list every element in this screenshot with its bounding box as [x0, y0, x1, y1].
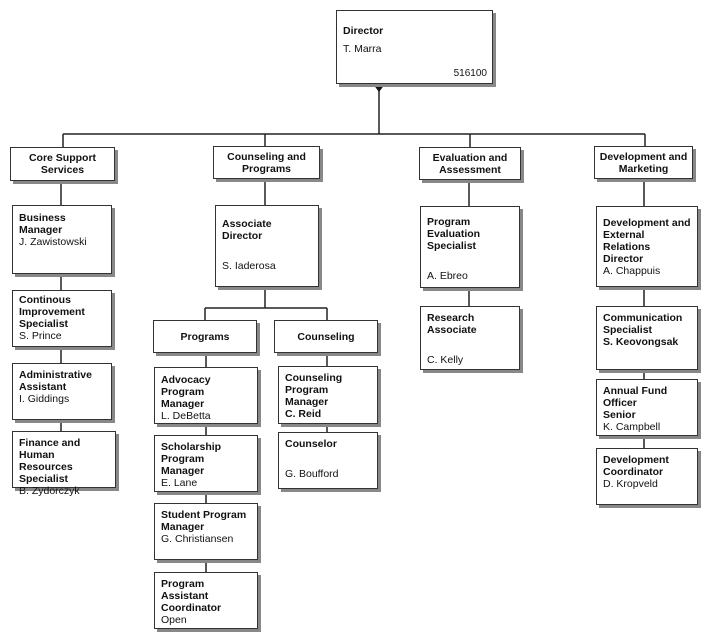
staff-name: A. Chappuis	[603, 265, 661, 277]
staff-title-line: Manager	[19, 224, 63, 236]
staff-name: G. Christiansen	[161, 533, 234, 545]
director-arrow-marker	[373, 84, 385, 92]
staff-title-line: Coordinator	[603, 466, 664, 478]
staff-title-line: Manager	[161, 465, 205, 477]
improvement-specialist-box: Continous Improvement Specialist S. Prin…	[12, 290, 112, 347]
director-name: T. Marra	[343, 43, 382, 55]
program-assistant-box: Program Assistant Coordinator Open	[154, 572, 258, 629]
director-box: Director T. Marra 516100	[336, 10, 493, 84]
staff-title-line: External Relations	[603, 229, 651, 253]
staff-name: K. Campbell	[603, 421, 661, 433]
counselor-box: Counselor G. Boufford	[278, 432, 378, 489]
staff-title-line: Program Evaluation	[427, 216, 481, 240]
staff-name: A. Ebreo	[427, 270, 468, 282]
staff-title-line: Coordinator	[161, 602, 222, 614]
staff-title-line: Senior	[603, 409, 636, 421]
staff-title-line: Communication	[603, 312, 683, 324]
staff-title-line: Student Program	[161, 509, 247, 521]
advocacy-manager-box: Advocacy Program Manager L. DeBetta	[154, 367, 258, 424]
external-relations-director-box: Development and External Relations Direc…	[596, 206, 698, 287]
staff-title-line: Improvement	[19, 306, 85, 318]
staff-name: G. Boufford	[285, 468, 339, 480]
staff-name: L. DeBetta	[161, 410, 211, 422]
research-associate-box: Research Associate C. Kelly	[420, 306, 520, 370]
staff-title-line: Specialist	[19, 318, 69, 330]
associate-director-box: Associate Director S. Iaderosa	[215, 205, 319, 287]
cp-header-line1: Counseling and	[227, 150, 306, 163]
evaluation-specialist-box: Program Evaluation Specialist A. Ebreo	[420, 206, 520, 288]
staff-name: I. Giddings	[19, 393, 70, 405]
staff-name: C. Reid	[285, 408, 322, 420]
staff-title-line: Continous	[19, 294, 71, 306]
annual-fund-officer-box: Annual Fund Officer Senior K. Campbell	[596, 379, 698, 436]
finance-hr-specialist-box: Finance and Human Resources Specialist B…	[12, 431, 116, 497]
staff-title-line: Manager	[285, 396, 329, 408]
staff-title-line: Counseling Program	[285, 372, 343, 396]
programs-header-label: Programs	[180, 330, 230, 343]
staff-title-line: Finance and Human	[19, 437, 81, 461]
scholarship-manager-box: Scholarship Program Manager E. Lane	[154, 435, 258, 492]
development-coordinator-box: Development Coordinator D. Kropveld	[596, 448, 698, 505]
staff-name: E. Lane	[161, 477, 198, 489]
director-title: Director	[343, 25, 384, 37]
staff-title-line: Director	[603, 253, 644, 265]
counseling-header-label: Counseling	[297, 330, 355, 343]
staff-name: B. Zydorczyk	[19, 485, 80, 497]
staff-title-line: Development and	[603, 217, 691, 229]
staff-name: Open	[161, 614, 187, 626]
business-manager-box: Business Manager J. Zawistowski	[12, 205, 112, 274]
associate-director-name: S. Iaderosa	[222, 260, 276, 272]
cp-header-line2: Programs	[241, 162, 292, 175]
staff-title-line: Development	[603, 454, 669, 466]
core-header-line2: Services	[40, 164, 85, 176]
director-code: 516100	[453, 68, 487, 79]
staff-title-line: Manager	[161, 398, 205, 410]
staff-title-line: Resources Specialist	[19, 461, 73, 485]
administrative-assistant-box: Administrative Assistant I. Giddings	[12, 363, 112, 420]
staff-title-line: Assistant	[19, 381, 67, 393]
core-header-line1: Core Support	[28, 152, 97, 164]
student-program-manager-box: Student Program Manager G. Christiansen	[154, 503, 258, 560]
staff-title-line: Scholarship Program	[161, 441, 222, 465]
staff-name: C. Kelly	[427, 354, 464, 366]
staff-title-line: Business	[19, 212, 66, 224]
staff-title-line: Advocacy Program	[161, 374, 211, 398]
staff-title-line: Counselor	[285, 438, 337, 450]
dev-header-line1: Development and	[599, 150, 688, 163]
counseling-header: Counseling	[274, 320, 378, 353]
staff-name: S. Prince	[19, 330, 62, 342]
staff-title-line: Program Assistant	[161, 578, 209, 602]
staff-title-line: Annual Fund Officer	[603, 385, 668, 409]
communication-specialist-box: Communication Specialist S. Keovongsak	[596, 306, 698, 370]
staff-name: D. Kropveld	[603, 478, 658, 490]
staff-title-line: Manager	[161, 521, 205, 533]
staff-title-line: Specialist	[603, 324, 653, 336]
eval-header-line1: Evaluation and	[432, 151, 508, 164]
staff-title-line: Administrative	[19, 369, 92, 381]
staff-title-line: Specialist	[427, 240, 477, 252]
programs-header: Programs	[153, 320, 257, 353]
dev-header-line2: Marketing	[618, 162, 669, 175]
counseling-manager-box: Counseling Program Manager C. Reid	[278, 366, 378, 424]
eval-header-line2: Assessment	[439, 163, 501, 176]
staff-title-line: Research Associate	[427, 312, 477, 336]
staff-name: J. Zawistowski	[19, 236, 87, 248]
associate-director-title: Associate Director	[222, 218, 272, 242]
staff-name: S. Keovongsak	[603, 336, 679, 348]
